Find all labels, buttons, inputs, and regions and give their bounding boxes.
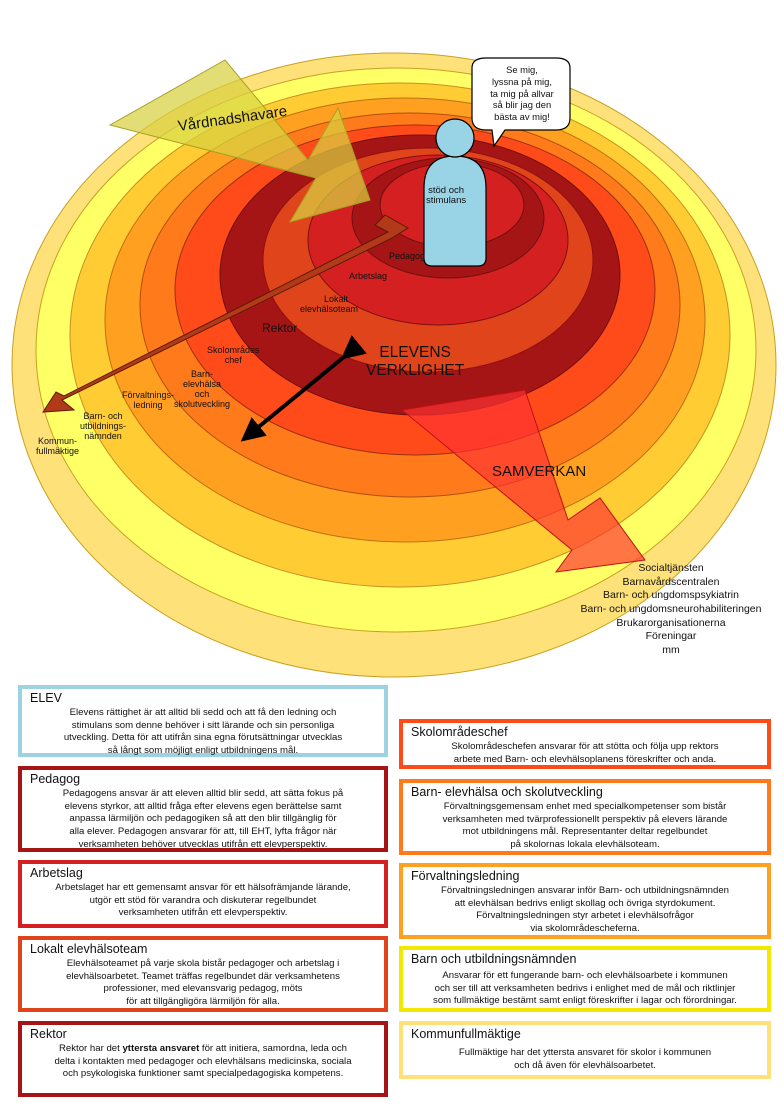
box-bue: Barn- elevhälsa och skolutveckling Förva… [399, 779, 771, 855]
reality-double-arrow [240, 335, 367, 442]
student-figure [423, 118, 487, 267]
center-label: stöd och stimulans [426, 185, 467, 207]
student-reality-diagram [11, 52, 777, 678]
speech-bubble [471, 57, 571, 148]
reality-label: ELEVENS VERKLIGHET [366, 344, 465, 379]
label-forvaltning: Förvaltnings- ledning [122, 390, 175, 410]
bubble-text: Se mig, lyssna på mig, ta mig på allvar … [490, 64, 554, 122]
partner-item: Barnavårdscentralen [622, 575, 720, 588]
person-head-icon [435, 118, 475, 158]
label-pedagog: Pedagog [389, 251, 426, 261]
label-namnd: Barn- och utbildnings- nämnden [80, 411, 127, 441]
box-elev: ELEV Elevens rättighet är att alltid bli… [18, 685, 388, 757]
person-body-icon [423, 155, 487, 267]
label-fullmaktige: Kommun- fullmäktige [36, 436, 80, 456]
box-forvaltning: Förvaltningsledning Förvaltningsledninge… [399, 863, 771, 939]
label-bue: Barn- elevhälsa och skolutveckling [174, 369, 231, 409]
partner-item: mm [662, 643, 680, 656]
responsibility-arrow [42, 214, 409, 413]
partner-item: Barn- och ungdomsneurohabiliteringen [580, 602, 762, 615]
box-skolomrade: Skolområdeschef Skolområdeschefen ansvar… [399, 719, 771, 769]
partner-item: Socialtjänsten [638, 562, 704, 574]
partner-item: Föreningar [645, 630, 697, 643]
label-arbetslag: Arbetslag [349, 271, 388, 281]
box-fullmaktige: Kommunfullmäktige Fullmäktige har det yt… [399, 1021, 771, 1079]
guardian-arrow [108, 59, 371, 223]
box-pedagog: Pedagog Pedagogens ansvar är att eleven … [18, 766, 388, 852]
label-rektor: Rektor [262, 321, 298, 335]
label-skolomrade: Skolområdes chef [207, 345, 260, 365]
collaboration-label: SAMVERKAN [492, 463, 587, 480]
box-arbetslag: Arbetslag Arbetslaget har ett gemensamt … [18, 860, 388, 928]
partner-list: Socialtjänsten Barnavårdscentralen Barn-… [560, 562, 782, 657]
collaboration-arrow [400, 389, 646, 573]
box-rektor: Rektor Rektor har det yttersta ansvaret … [18, 1021, 388, 1097]
box-eht: Lokalt elevhälsoteam Elevhälsoteamet på … [18, 936, 388, 1012]
partner-item: Barn- och ungdomspsykiatrin [603, 589, 739, 602]
box-namnd: Barn och utbildningsnämnden Ansvarar för… [399, 946, 771, 1012]
partner-item: Brukarorganisationerna [616, 616, 726, 629]
label-eht: Lokalt elevhälsoteam [300, 294, 359, 314]
